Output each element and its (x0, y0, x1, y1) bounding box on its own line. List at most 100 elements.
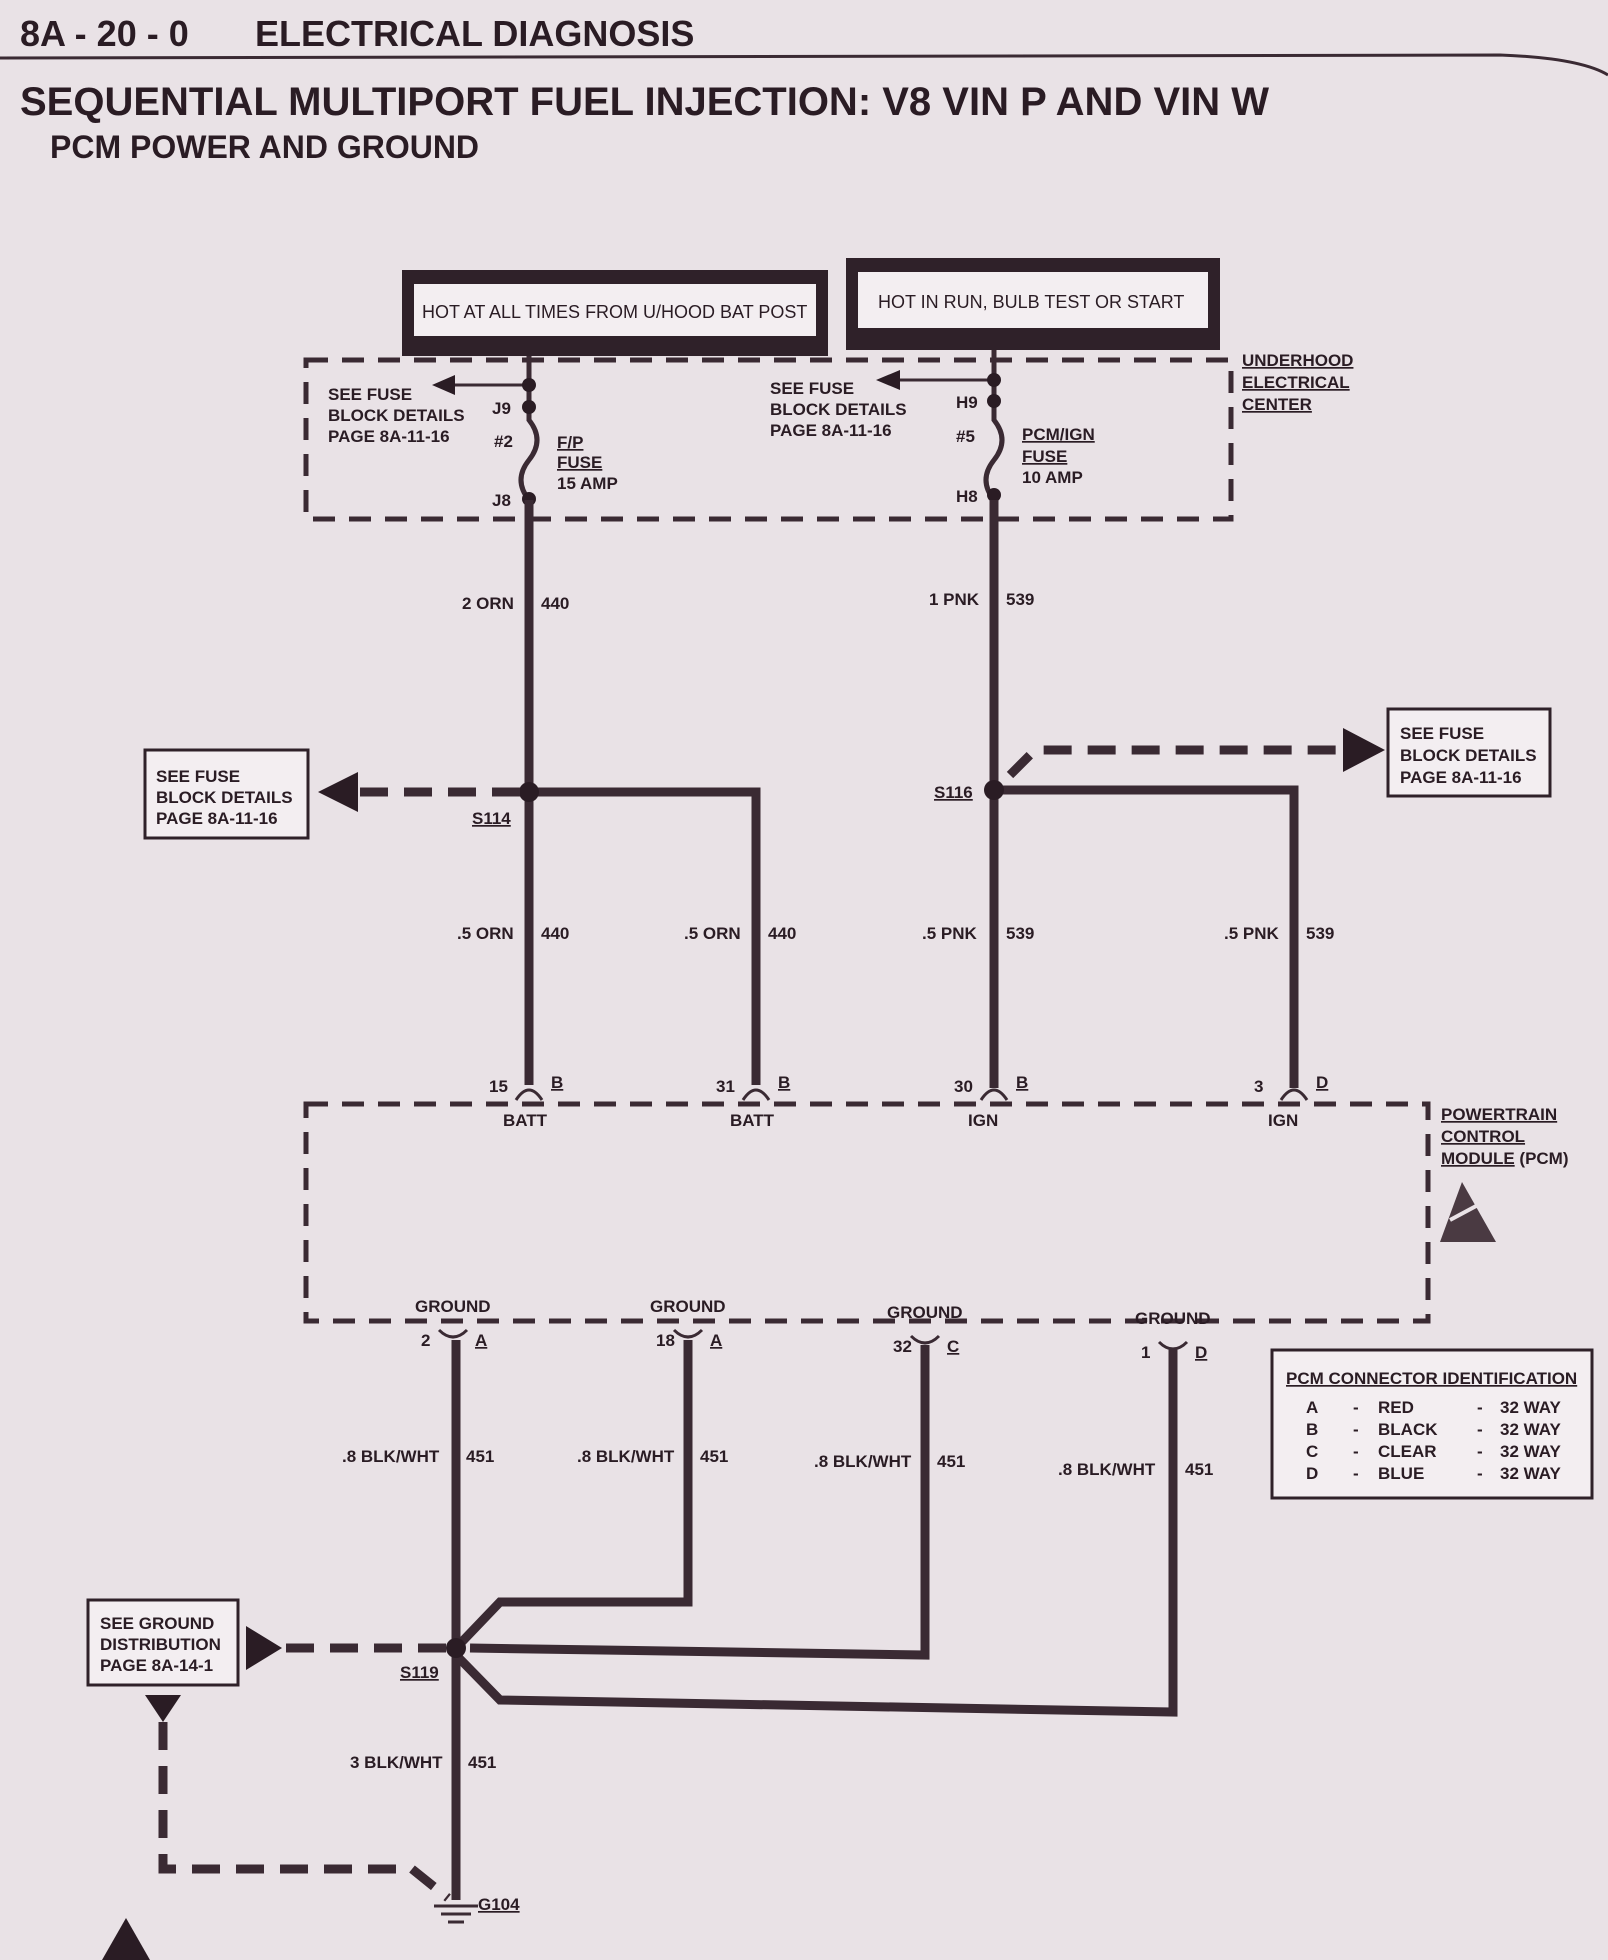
connector-letter: B (551, 1073, 563, 1092)
terminal-label: J8 (492, 491, 511, 510)
wire-gauge: 3 BLK/WHT (350, 1753, 443, 1772)
separator: - (1477, 1420, 1483, 1439)
pcm-label: POWERTRAIN (1441, 1105, 1557, 1124)
svg-text:PAGE 8A-14-1: PAGE 8A-14-1 (100, 1656, 213, 1675)
wire-circuit: 539 (1306, 924, 1334, 943)
connector-color: BLUE (1378, 1464, 1424, 1483)
svg-text:PAGE 8A-11-16: PAGE 8A-11-16 (156, 809, 278, 828)
wire-circuit: 451 (1185, 1460, 1213, 1479)
underhood-center-outline (303, 357, 1234, 522)
pin-name: IGN (968, 1111, 998, 1130)
see-fuse-box-left: SEE FUSE BLOCK DETAILS PAGE 8A-11-16 (143, 748, 310, 840)
see-fuse-text: BLOCK DETAILS (770, 400, 907, 419)
splice-s114 (519, 782, 539, 802)
wire-pnk-branch (994, 785, 1299, 1088)
arrow-left-icon (876, 370, 900, 390)
pin-name: BATT (730, 1111, 775, 1130)
fuse-number: #2 (494, 432, 513, 451)
wire-gauge: .8 BLK/WHT (814, 1452, 912, 1471)
pin-connector-icon (1157, 1340, 1189, 1351)
underhood-label: CENTER (1242, 395, 1312, 414)
wire-circuit: 539 (1006, 924, 1034, 943)
see-fuse-text: SEE FUSE (770, 379, 854, 398)
ground-label: G104 (478, 1895, 520, 1914)
connector-size: 32 WAY (1500, 1442, 1561, 1461)
connector-size: 32 WAY (1500, 1398, 1561, 1417)
esd-warning-icon (1440, 1182, 1496, 1242)
underhood-label: ELECTRICAL (1242, 373, 1350, 392)
ignition-source-box: HOT IN RUN, BULB TEST OR START (846, 258, 1220, 350)
wire-ground-3 (469, 1345, 930, 1660)
pcm-label: MODULE (PCM) (1441, 1149, 1569, 1168)
pin-number: 30 (954, 1077, 973, 1096)
fuse-rating: 15 AMP (557, 474, 618, 493)
wire-circuit: 451 (468, 1753, 496, 1772)
terminal-label: J9 (492, 399, 511, 418)
section-number: 8A - 20 - 0 (20, 13, 189, 54)
connector-letter: D (1306, 1464, 1318, 1483)
terminal-label: H8 (956, 487, 978, 506)
svg-text:PCM CONNECTOR IDENTIFICATION: PCM CONNECTOR IDENTIFICATION (1286, 1369, 1577, 1388)
pin-number: 2 (421, 1331, 430, 1350)
wire-gauge: .5 ORN (457, 924, 514, 943)
pcm-outline (303, 1101, 1431, 1324)
page-subtitle: PCM POWER AND GROUND (50, 129, 479, 165)
connector-color: BLACK (1378, 1420, 1438, 1439)
see-fuse-text: SEE FUSE (328, 385, 412, 404)
underhood-label: UNDERHOOD (1242, 351, 1353, 370)
see-fuse-box-right: SEE FUSE BLOCK DETAILS PAGE 8A-11-16 (1386, 707, 1552, 798)
wire-ground-2 (452, 1340, 693, 1652)
connector-letter: A (710, 1331, 722, 1350)
pin-connector-icon (909, 1334, 941, 1345)
splice-s119 (446, 1638, 466, 1658)
dashed-arrow-right (1006, 745, 1345, 779)
connector-size: 32 WAY (1500, 1464, 1561, 1483)
wire-circuit: 440 (541, 594, 569, 613)
fuse-rating: 10 AMP (1022, 468, 1083, 487)
pin-number: 1 (1141, 1343, 1150, 1362)
wire-circuit: 539 (1006, 590, 1034, 609)
wire-gauge: .8 BLK/WHT (342, 1447, 440, 1466)
header-rule (0, 53, 1608, 77)
see-fuse-text: PAGE 8A-11-16 (770, 421, 892, 440)
wire-gauge: .5 PNK (1224, 924, 1280, 943)
connector-letter: C (947, 1337, 959, 1356)
connector-letter: B (1306, 1420, 1318, 1439)
pin-name: GROUND (650, 1297, 726, 1316)
splice-label: S116 (934, 783, 973, 802)
wire-gauge: .8 BLK/WHT (1058, 1460, 1156, 1479)
arrow-right-icon (1343, 728, 1385, 772)
connector-letter: D (1316, 1073, 1328, 1092)
dashed-ground-path (158, 1722, 451, 1902)
wire-circuit: 451 (466, 1447, 494, 1466)
svg-text:SEE GROUND: SEE GROUND (100, 1614, 214, 1633)
pin-name: BATT (503, 1111, 548, 1130)
svg-text:PAGE 8A-11-16: PAGE 8A-11-16 (1400, 768, 1522, 787)
connector-letter: D (1195, 1343, 1207, 1362)
arrow-left-icon (318, 772, 358, 812)
pin-connector-icon (672, 1328, 704, 1339)
connector-size: 32 WAY (1500, 1420, 1561, 1439)
pin-number: 3 (1254, 1077, 1263, 1096)
wire-gauge: 2 ORN (462, 594, 514, 613)
see-fuse-text: BLOCK DETAILS (328, 406, 465, 425)
connector-letter: B (778, 1073, 790, 1092)
wire-ground-4 (452, 1350, 1178, 1717)
connector-letter: A (1306, 1398, 1318, 1417)
connector-color: CLEAR (1378, 1442, 1437, 1461)
see-fuse-text: PAGE 8A-11-16 (328, 427, 450, 446)
connector-id-table: PCM CONNECTOR IDENTIFICATION A-RED-32 WA… (1270, 1348, 1594, 1500)
splice-label: S114 (472, 809, 511, 828)
chapter-title: ELECTRICAL DIAGNOSIS (255, 13, 694, 54)
wire-gauge: .8 BLK/WHT (577, 1447, 675, 1466)
connector-letter: B (1016, 1073, 1028, 1092)
separator: - (1353, 1464, 1359, 1483)
wire-gauge: .5 ORN (684, 924, 741, 943)
connector-letter: A (475, 1331, 487, 1350)
wire-circuit: 451 (700, 1447, 728, 1466)
arrow-right-icon (246, 1626, 282, 1670)
pin-connector-icon (437, 1328, 469, 1339)
connector-color: RED (1378, 1398, 1414, 1417)
separator: - (1477, 1442, 1483, 1461)
